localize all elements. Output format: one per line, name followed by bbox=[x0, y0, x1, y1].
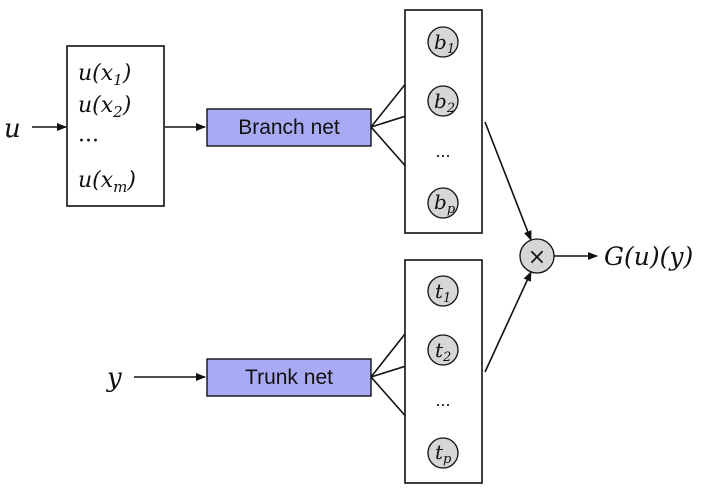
trunk-net-box bbox=[206, 358, 372, 397]
output-label: G(u)(y) bbox=[604, 242, 693, 271]
product-node: × bbox=[519, 238, 555, 274]
trunk-outputs-ellipsis: ... bbox=[435, 390, 450, 410]
input-y-label: y bbox=[106, 363, 122, 393]
svg-text:u(x2): u(x2) bbox=[78, 93, 131, 121]
branch-net-label: Branch net bbox=[238, 116, 340, 139]
svg-text:b2: b2 bbox=[434, 89, 455, 116]
node-t2: t2 bbox=[427, 334, 459, 366]
times-symbol: × bbox=[528, 245, 546, 270]
svg-text:tp: tp bbox=[435, 440, 452, 467]
sensor-values-box bbox=[66, 45, 165, 207]
arrow-branch-outputs-to-product bbox=[484, 121, 532, 241]
sensor-value-1: u(x1) bbox=[78, 61, 131, 89]
svg-text:bp: bp bbox=[434, 190, 456, 217]
svg-text:b1: b1 bbox=[434, 30, 455, 57]
node-b2: b2 bbox=[427, 85, 459, 117]
svg-text:u(xm): u(xm) bbox=[78, 168, 136, 196]
sensor-value-m: u(xm) bbox=[78, 168, 136, 196]
node-b1: b1 bbox=[427, 26, 459, 58]
sensor-ellipsis: ··· bbox=[78, 129, 99, 154]
input-u-label: u bbox=[4, 114, 21, 144]
arrow-trunk-outputs-to-product bbox=[484, 271, 532, 373]
sensor-value-2: u(x2) bbox=[78, 93, 131, 121]
node-tp: tp bbox=[427, 437, 459, 469]
svg-text:···: ··· bbox=[78, 129, 99, 154]
svg-text:t1: t1 bbox=[435, 279, 451, 306]
branch-net-box bbox=[206, 108, 372, 147]
node-t1: t1 bbox=[427, 275, 459, 307]
node-bp: bp bbox=[427, 187, 459, 219]
branch-outputs-ellipsis: ... bbox=[435, 141, 450, 161]
svg-text:t2: t2 bbox=[435, 338, 451, 365]
trunk-net-label: Trunk net bbox=[245, 366, 333, 389]
svg-text:u(x1): u(x1) bbox=[78, 61, 131, 89]
